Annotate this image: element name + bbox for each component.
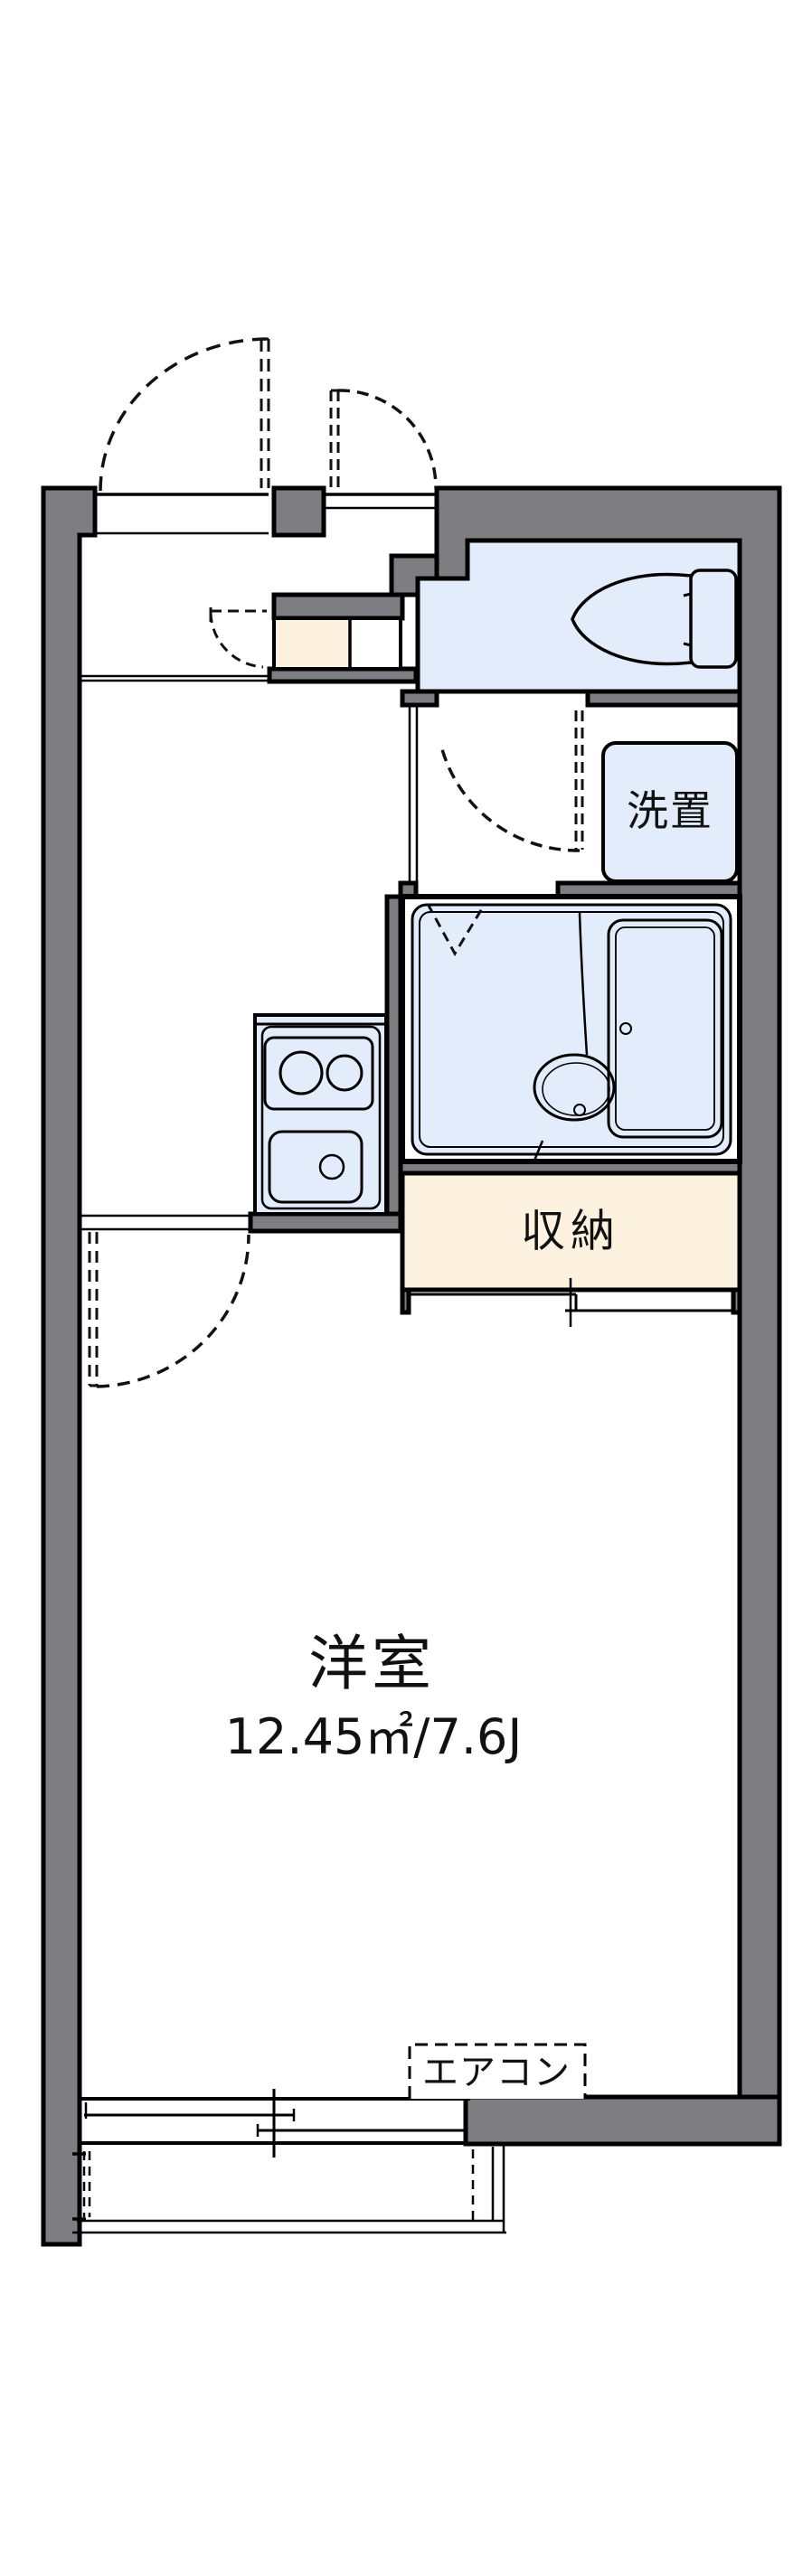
wall-top-right [434,485,782,2147]
wall-hall-band [267,666,419,684]
wall-bottom [463,2094,782,2147]
bathroom-inner-line [419,911,724,1148]
wall-storage-stub-left [400,1287,411,1315]
wall-kitchen [384,894,403,1234]
bathroom-floor [411,903,732,1156]
door-swings [88,337,584,1388]
bathtub-icon [607,918,723,1139]
wash-basin-icon [533,912,616,1161]
toilet-icon [571,569,738,669]
main-room-label: 洋室 [308,1629,435,1698]
storage-label: 収納 [520,1205,621,1257]
wall-storage-stub-right [731,1287,742,1315]
wall-genkan-top [271,592,405,621]
toilet-door-swing [440,710,584,852]
toilet-room-floor [415,538,742,694]
room-door-swing [88,1232,250,1388]
wall-left [41,485,98,2247]
kitchen-counter-inner [260,1025,382,1210]
aircon-dashed-box [408,2043,587,2099]
balcony-rail-lines [72,2144,506,2234]
main-room-area: 12.45㎡/7.6J [224,1708,523,1765]
kitchen-counter [253,1013,388,1216]
wall-kitchen-bottom [248,1211,403,1234]
opening-lines [72,493,733,2234]
laundry-label: 洗置 [627,786,713,835]
aircon-label: エアコン [422,2052,571,2093]
bath-folding-door [426,903,486,957]
entrance-door-swing [99,337,270,492]
storage-sliding-door [409,1278,733,1327]
hall-door-swing [209,607,267,669]
genkan-floor [276,620,350,667]
stove-burners-icon [263,1036,374,1111]
walls [41,485,782,2247]
storage-floor [400,1170,742,1293]
fixtures [263,569,738,1204]
alcove-door-swing [329,389,438,489]
room-floors [253,538,742,1293]
laundry-space-floor [601,741,739,883]
sliding-window-symbol [80,2089,470,2158]
wall-top-mid [271,485,326,538]
kitchen-sink-icon [268,1130,364,1204]
